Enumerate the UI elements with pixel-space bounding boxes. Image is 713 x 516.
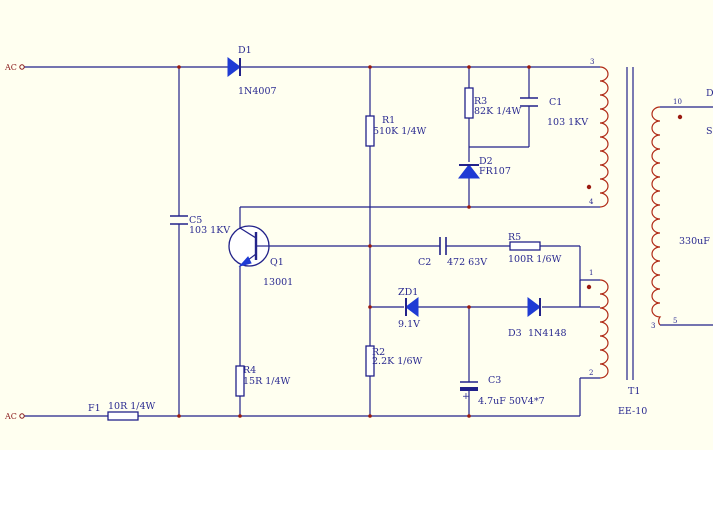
zd1-value: 9.1V: [398, 319, 420, 330]
pin-3b-label: 3: [651, 322, 655, 330]
q1-value: 13001: [263, 277, 293, 288]
c3-plus: +: [462, 391, 470, 402]
transformer-t1: 3 4 1 2 10 5 3 T1 EE-10: [589, 58, 682, 417]
schematic-sheet: [0, 0, 713, 450]
r3-value: 82K 1/4W: [474, 106, 521, 117]
c3-value: 4.7uF 50V4*7: [478, 396, 545, 407]
capacitor-c5: C5 103 1KV: [170, 215, 230, 236]
d3-value: 1N4148: [528, 328, 567, 339]
pin-4-label: 4: [589, 198, 594, 206]
resistor-r5: R5 100R 1/6W: [508, 232, 562, 265]
pin-2-label: 2: [589, 369, 593, 377]
c2-ref: C2: [418, 257, 431, 268]
d1-value: 1N4007: [238, 86, 277, 97]
capacitor-c1: C1 103 1KV: [520, 97, 588, 128]
ac-terminals: AC AC: [4, 63, 25, 421]
r5-value: 100R 1/6W: [508, 254, 562, 265]
t1-ref: T1: [628, 386, 640, 397]
r3-ref: R3: [474, 96, 487, 107]
capacitor-c3: + C3 4.7uF 50V4*7: [460, 375, 545, 407]
zener-zd1: ZD1 9.1V: [398, 287, 420, 330]
resistor-r3: R3 82K 1/4W: [464, 87, 521, 119]
c3-ref: C3: [488, 375, 501, 386]
pin-1-label: 1: [589, 269, 593, 277]
c5-ref: C5: [189, 215, 202, 226]
ac-bottom-label: AC: [4, 412, 17, 421]
capacitor-c2: C2 472 63V: [418, 237, 487, 268]
f1-value: 10R 1/4W: [108, 401, 156, 412]
r1-value: 510K 1/4W: [373, 126, 427, 137]
q1-ref: Q1: [270, 257, 284, 268]
r2-ref: R2: [372, 347, 385, 358]
d2-value: FR107: [479, 166, 511, 177]
pin-5-label: 5: [673, 317, 677, 325]
pin-10-label: 10: [673, 98, 682, 106]
d1-ref: D1: [238, 45, 252, 56]
c1-ref: C1: [549, 97, 562, 108]
r1-ref: R1: [382, 115, 395, 126]
resistor-r1: R1 510K 1/4W: [365, 115, 427, 147]
t1-value: EE-10: [618, 406, 647, 417]
c2-value: 472 63V: [447, 257, 487, 268]
resistor-r4: R4 15R 1/4W: [235, 365, 291, 397]
zd1-ref: ZD1: [398, 287, 418, 298]
r4-value: 15R 1/4W: [243, 376, 291, 387]
pin-3-label: 3: [590, 58, 594, 66]
f1-ref: F1: [88, 403, 101, 414]
diode-d3: D3 1N4148: [508, 297, 567, 339]
r5-ref: R5: [508, 232, 521, 243]
r2-value: 2.2K 1/6W: [372, 356, 423, 367]
secondary-partial-labels: D S 330uF 1(: [679, 88, 713, 247]
r4-ref: R4: [243, 365, 256, 376]
resistor-r2: R2 2.2K 1/6W: [365, 345, 423, 377]
c1-value: 103 1KV: [547, 117, 588, 128]
secondary-cap-value: 330uF 1(: [679, 236, 713, 247]
d3-ref: D3: [508, 328, 522, 339]
wires: [24, 66, 713, 417]
diode-d1: D1 1N4007: [227, 45, 277, 97]
diode-d2: D2 FR107: [457, 156, 511, 179]
secondary-diode-ref: D: [706, 88, 713, 99]
d2-ref: D2: [479, 156, 493, 167]
secondary-s-label: S: [706, 126, 713, 137]
transistor-q1: Q1 13001: [228, 225, 293, 288]
fuse-resistor-f1: F1 10R 1/4W: [88, 401, 156, 421]
junction-dots: [177, 65, 683, 418]
c5-value: 103 1KV: [189, 225, 230, 236]
ac-top-label: AC: [4, 63, 17, 72]
